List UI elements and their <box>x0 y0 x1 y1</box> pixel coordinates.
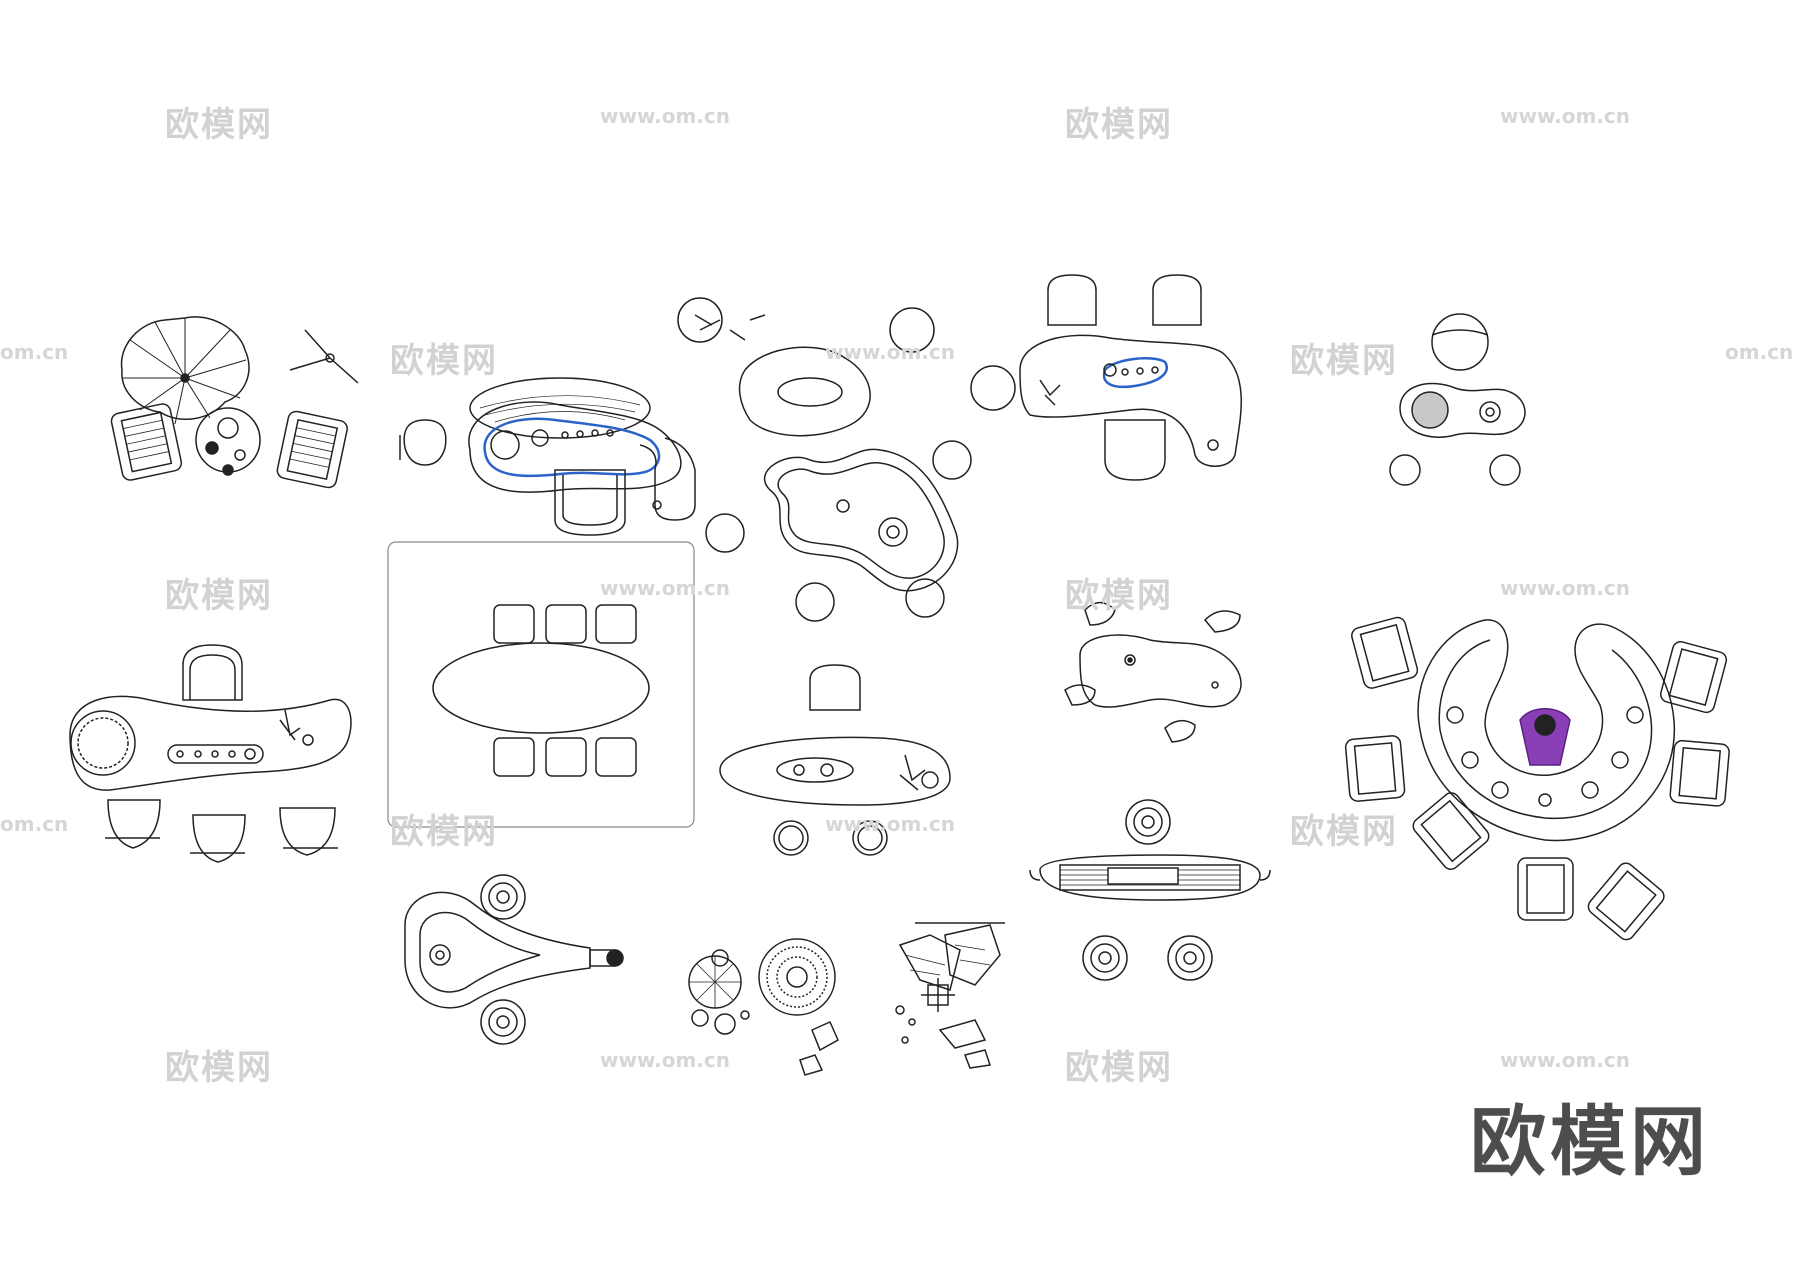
plant-icon <box>677 297 766 343</box>
stool-icon <box>480 874 526 920</box>
tea-table-icon <box>195 407 261 476</box>
watermark-url: www.om.cn <box>600 1048 731 1072</box>
cloud-tea-table <box>1064 601 1242 743</box>
watermark-url: www.om.cn <box>1500 576 1631 600</box>
armchair-icon <box>1344 735 1406 802</box>
armchair-icon <box>110 403 183 481</box>
blue-tea-table <box>399 377 696 536</box>
armchair-icon <box>1660 641 1728 714</box>
stool-icon <box>190 814 246 863</box>
stool-icon <box>105 799 161 849</box>
stool-icon <box>795 582 835 622</box>
stool-icon <box>399 419 447 466</box>
watermark-logo: 欧模网 <box>1065 1048 1173 1088</box>
umbrella-set <box>110 316 359 489</box>
stool-icon <box>1047 274 1097 326</box>
rock-icon <box>1164 719 1196 743</box>
watermark-logo: 欧模网 <box>390 812 498 852</box>
umbrella-icon <box>120 316 250 425</box>
stool-icon <box>1152 274 1202 326</box>
chair-row-bottom <box>493 737 637 777</box>
conference-table-set <box>387 541 695 828</box>
wave-tea-table <box>677 297 972 622</box>
stool-icon <box>932 440 972 480</box>
tea-set-icon <box>1446 706 1644 807</box>
watermark-logo: 欧模网 <box>165 105 273 145</box>
armchair-icon <box>1104 419 1166 481</box>
watermark-logo: 欧模网 <box>390 341 498 381</box>
tea-set-icon <box>531 429 614 447</box>
armchair-icon <box>276 410 348 489</box>
rock-icon <box>1064 684 1096 706</box>
chair-row-top <box>493 604 637 644</box>
watermark-logo: 欧模网 <box>1290 341 1398 381</box>
stool-icon <box>1125 799 1171 845</box>
watermark-logo: 欧模网 <box>165 576 273 616</box>
plant-icon <box>688 949 750 1035</box>
watermark-url-edge: om.cn <box>1725 340 1794 364</box>
stool-icon <box>705 513 745 553</box>
plant-icon <box>279 709 314 746</box>
pipa-tea-table <box>404 874 624 1045</box>
stool-icon <box>182 644 243 701</box>
small-tea-table <box>1389 313 1526 486</box>
stool-icon <box>480 999 526 1045</box>
plant-icon <box>1039 379 1061 406</box>
watermark-url: www.om.cn <box>825 340 956 364</box>
watermark-url: www.om.cn <box>825 812 956 836</box>
stool-icon <box>905 578 945 618</box>
watermark-url: www.om.cn <box>600 104 731 128</box>
watermark-logo: 欧模网 <box>1065 576 1173 616</box>
plant-icon <box>899 754 926 791</box>
watermark-logo: 欧模网 <box>1290 812 1398 852</box>
stool-icon <box>279 807 338 856</box>
marble-bar-table <box>970 274 1242 481</box>
horseshoe-tea-table <box>1344 616 1730 941</box>
curved-bar-table <box>69 644 352 863</box>
stool-icon <box>852 820 888 856</box>
stool-icon <box>1389 454 1421 486</box>
watermark-url: www.om.cn <box>1500 1048 1631 1072</box>
watermark-logo: 欧模网 <box>165 1048 273 1088</box>
stool-icon <box>1489 454 1521 486</box>
fan-icon <box>289 329 359 384</box>
armchair-icon <box>1517 857 1574 921</box>
stool-icon <box>1167 935 1213 981</box>
person-icon <box>1519 708 1571 766</box>
stool-icon <box>1082 935 1128 981</box>
boat-tea-table <box>719 664 951 856</box>
rock-icon <box>1084 601 1116 626</box>
rock-icon <box>1203 610 1241 633</box>
watermark-logo: 欧模网 <box>1065 105 1173 145</box>
watermark-url-edge: om.cn <box>0 340 69 364</box>
stool-icon <box>809 664 861 711</box>
rock-icon <box>799 1021 839 1076</box>
armchair-icon <box>1412 792 1490 870</box>
armchair-icon <box>1351 616 1419 689</box>
rock-garden <box>895 922 1005 1069</box>
watermark-url: www.om.cn <box>1500 104 1631 128</box>
armchair-icon <box>554 469 626 536</box>
stool-icon <box>773 820 809 856</box>
long-tea-table <box>1029 799 1271 981</box>
round-rug-icon <box>758 938 836 1016</box>
watermark-url: www.om.cn <box>600 576 731 600</box>
watermark-url-edge: om.cn <box>0 812 69 836</box>
armchair-icon <box>1587 862 1665 941</box>
plant-group <box>688 938 839 1076</box>
armchair-icon <box>1669 739 1730 807</box>
brand-logo: 欧模网 <box>1470 1097 1710 1186</box>
